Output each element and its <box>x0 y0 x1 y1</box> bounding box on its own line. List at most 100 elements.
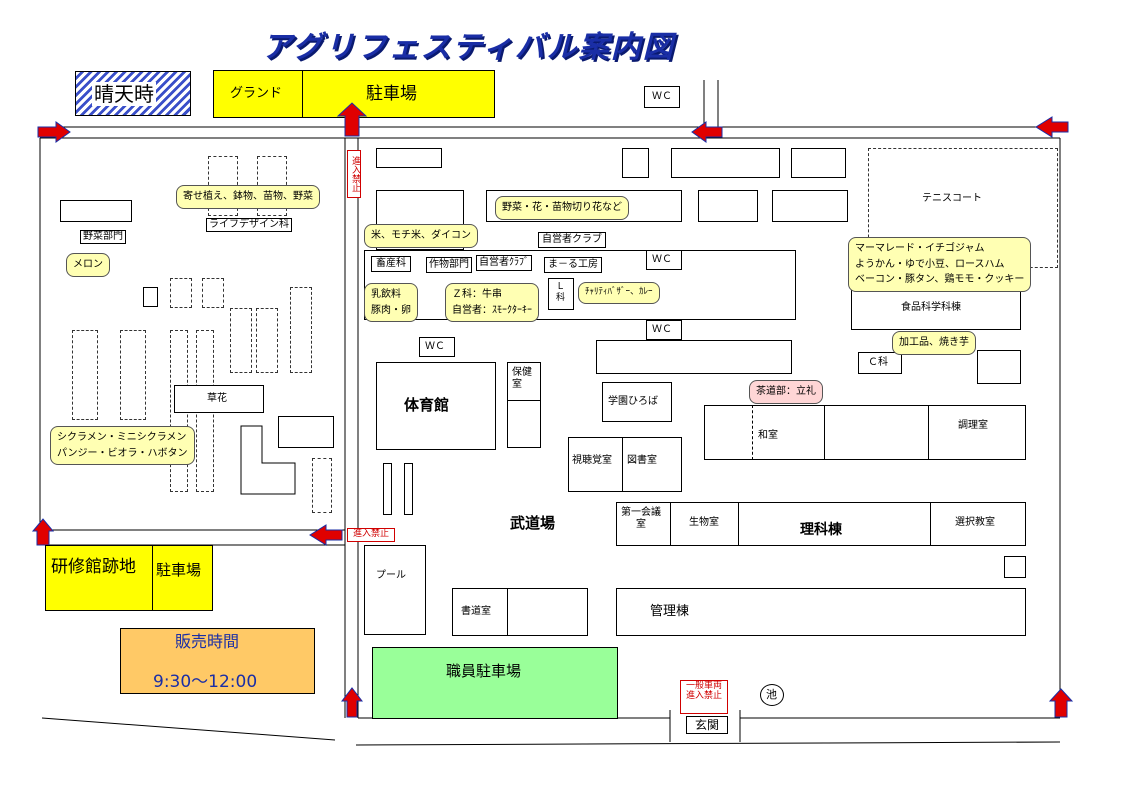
pond-label: 池 <box>766 688 777 701</box>
building-right-small <box>977 350 1021 384</box>
building-top-1 <box>622 148 649 178</box>
building-top-2 <box>671 148 780 178</box>
callout-charity: ﾁｬﾘﾃｨﾊﾞｻﾞｰ、ｶﾚｰ <box>578 282 660 304</box>
l-dept-label: Ｌ 科 <box>556 282 566 303</box>
greenhouse <box>256 308 278 373</box>
callout-rice: 米、モチ米、ダイコン <box>364 224 478 248</box>
callout-flower-line1: シクラメン・ミニシクラメン <box>57 432 187 443</box>
no-entry-sign-vertical: 進入禁止 <box>347 150 361 198</box>
no-entry-general-line1: 一般車両 <box>685 681 722 691</box>
c-dept-building <box>858 352 902 374</box>
callout-z-line2: 自営者：ｽﾓｰｸﾀｰｷｰ <box>452 304 532 316</box>
rain-weather-label: 晴天時 <box>92 82 156 106</box>
staff-parking <box>372 647 618 719</box>
entrance-label: 玄関 <box>686 716 729 735</box>
japanese-room-divider-dashed <box>752 405 753 460</box>
callout-lifedesign: 寄せ植え、鉢物、苗物、野菜 <box>176 185 320 209</box>
self-club-label-2: 自営者クラブ <box>538 232 606 248</box>
callout-veg: 野菜・花・苗物切り花など <box>495 196 629 220</box>
lifedesign-label: ライフデザイン科 <box>206 218 292 232</box>
callout-flower: シクラメン・ミニシクラメン パンジー・ビオラ・ハボタン <box>50 426 195 465</box>
callout-z-line1: Ｚ科：牛串 <box>452 289 502 300</box>
callout-food-line2: ようかん・ゆで小豆、ロースハム <box>855 258 1005 270</box>
callout-food-line1: マーマレード・イチゴジャム <box>855 243 985 254</box>
calligraphy-divider <box>507 588 508 636</box>
building-right-square <box>1004 556 1026 578</box>
no-entry-general-line2: 進入禁止 <box>685 691 722 702</box>
arrow-left-icon <box>309 524 343 546</box>
pillar-1 <box>383 463 392 515</box>
pillar-2 <box>404 463 413 515</box>
sales-time-label: 販売時間 <box>175 632 240 651</box>
building-top-3 <box>791 148 846 178</box>
science-label: 理科棟 <box>800 522 842 538</box>
gym-building <box>376 362 496 450</box>
pond <box>760 684 784 706</box>
training-site <box>45 545 153 611</box>
greenhouse <box>290 287 312 373</box>
elective-label: 選択教室 <box>955 517 995 528</box>
greenhouse <box>202 278 224 308</box>
l-dept-building <box>548 278 574 310</box>
science-divider-1 <box>670 502 671 546</box>
wc-center-2-label: ＷＣ <box>652 324 672 335</box>
science-divider-3 <box>930 502 931 546</box>
wc-top <box>644 86 680 108</box>
building-small <box>143 287 158 307</box>
health-label: 保健 室 <box>512 367 532 390</box>
callout-melon: メロン <box>66 253 110 277</box>
av-library-building <box>568 437 682 492</box>
science-divider-2 <box>738 502 739 546</box>
wc-top-label: ＷＣ <box>652 91 672 102</box>
no-entry-general-sign: 一般車両 進入禁止 <box>680 680 728 714</box>
bottom-left-parking-label: 駐車場 <box>156 561 202 579</box>
sales-time-box <box>120 628 315 694</box>
japanese-room-divider <box>824 405 825 460</box>
ground-parking-area <box>213 70 303 118</box>
staff-parking-label: 職員駐車場 <box>446 662 522 680</box>
building-center-4 <box>698 190 758 222</box>
tennis-label: テニスコート <box>922 193 982 204</box>
wc-center-1-label: ＷＣ <box>652 254 672 265</box>
arrow-up-icon <box>340 687 364 718</box>
health-divider <box>507 400 541 401</box>
callout-processed: 加工品、焼き芋 <box>892 331 976 355</box>
pool <box>364 545 426 635</box>
calligraphy-label: 書道室 <box>461 606 491 617</box>
arrow-right-icon <box>37 121 71 143</box>
arrow-up-icon <box>1048 688 1074 718</box>
japanese-room-label: 和室 <box>758 430 778 441</box>
pool-label: プール <box>376 570 406 581</box>
livestock-label: 畜産科 <box>371 256 411 272</box>
wc-center-3 <box>419 337 455 357</box>
callout-food: マーマレード・イチゴジャム ようかん・ゆで小豆、ロースハム ベーコン・豚タン、鶏… <box>848 237 1032 292</box>
meeting-label: 第一会議 室 <box>621 507 661 530</box>
arrow-left-icon <box>691 121 723 143</box>
arrow-up-icon <box>336 102 368 137</box>
japanese-room-building <box>704 405 1026 460</box>
callout-dairy-line2: 豚肉・卵 <box>371 304 411 316</box>
callout-food-line3: ベーコン・豚タン、鶏モモ・クッキー <box>855 274 1025 285</box>
admin-label: 管理棟 <box>650 604 690 619</box>
av-library-divider <box>622 437 623 492</box>
greenhouse <box>170 278 192 308</box>
training-site-label: 研修館跡地 <box>51 557 136 577</box>
greenhouse <box>230 308 252 373</box>
maaru-label: ま－る工房 <box>544 257 602 273</box>
flower-label: 草花 <box>207 393 227 404</box>
cooking-label: 調理室 <box>958 420 988 431</box>
greenhouse <box>312 458 332 513</box>
c-dept-label: Ｃ科 <box>868 357 888 368</box>
food-science-label: 食品科学科棟 <box>901 302 961 313</box>
ground-label: グランド <box>230 86 283 101</box>
arrow-left-icon <box>1035 116 1069 138</box>
budo-label: 武道場 <box>510 514 556 532</box>
callout-dairy: 乳飲料 豚肉・卵 <box>364 283 418 322</box>
wc-center-2 <box>646 320 682 340</box>
crop-dept-label: 作物部門 <box>426 257 472 273</box>
vegetable-dept-label: 野菜部門 <box>80 230 126 244</box>
no-entry-sign: 進入禁止 <box>347 528 395 542</box>
gakuen-building <box>602 382 672 422</box>
top-parking-area <box>302 70 495 118</box>
